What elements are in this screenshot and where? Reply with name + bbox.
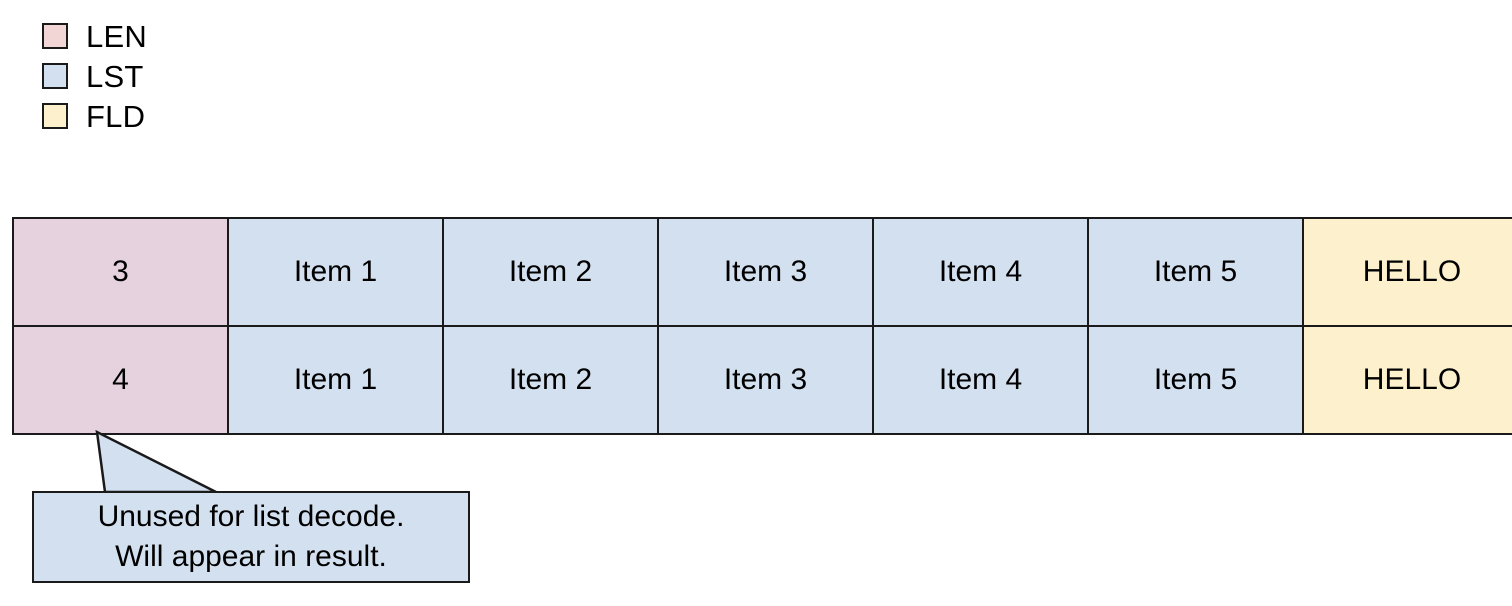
cell-row2-fld: HELLO xyxy=(1302,325,1512,435)
table-row: 3 Item 1 Item 2 Item 3 Item 4 Item 5 HEL… xyxy=(12,217,1512,327)
cell-row1-len: 3 xyxy=(12,217,229,327)
legend-swatch-fld-icon xyxy=(42,103,68,129)
cell-row1-item1: Item 1 xyxy=(227,217,444,327)
legend: LEN LST FLD xyxy=(42,16,147,136)
callout-note: Unused for list decode. Will appear in r… xyxy=(32,491,470,583)
struct-layout-table: 3 Item 1 Item 2 Item 3 Item 4 Item 5 HEL… xyxy=(12,217,1512,435)
cell-row1-item5: Item 5 xyxy=(1087,217,1304,327)
callout-line-2: Will appear in result. xyxy=(115,540,387,573)
table-row: 4 Item 1 Item 2 Item 3 Item 4 Item 5 HEL… xyxy=(12,325,1512,435)
cell-row1-fld: HELLO xyxy=(1302,217,1512,327)
cell-row1-item2: Item 2 xyxy=(442,217,659,327)
cell-row2-item5: Item 5 xyxy=(1087,325,1304,435)
callout-tail-pointer xyxy=(95,429,217,494)
legend-item-fld: FLD xyxy=(42,96,147,136)
cell-row1-item3: Item 3 xyxy=(657,217,874,327)
legend-item-lst: LST xyxy=(42,56,147,96)
cell-row2-item4: Item 4 xyxy=(872,325,1089,435)
callout-line-1: Unused for list decode. xyxy=(97,500,405,533)
legend-item-len: LEN xyxy=(42,16,147,56)
legend-label-len: LEN xyxy=(86,18,147,54)
cell-row2-item3: Item 3 xyxy=(657,325,874,435)
cell-row2-item2: Item 2 xyxy=(442,325,659,435)
legend-label-fld: FLD xyxy=(86,98,146,134)
cell-row2-item1: Item 1 xyxy=(227,325,444,435)
legend-label-lst: LST xyxy=(86,58,144,94)
legend-swatch-lst-icon xyxy=(42,63,68,89)
cell-row1-item4: Item 4 xyxy=(872,217,1089,327)
legend-swatch-len-icon xyxy=(42,23,68,49)
cell-row2-len: 4 xyxy=(12,325,229,435)
